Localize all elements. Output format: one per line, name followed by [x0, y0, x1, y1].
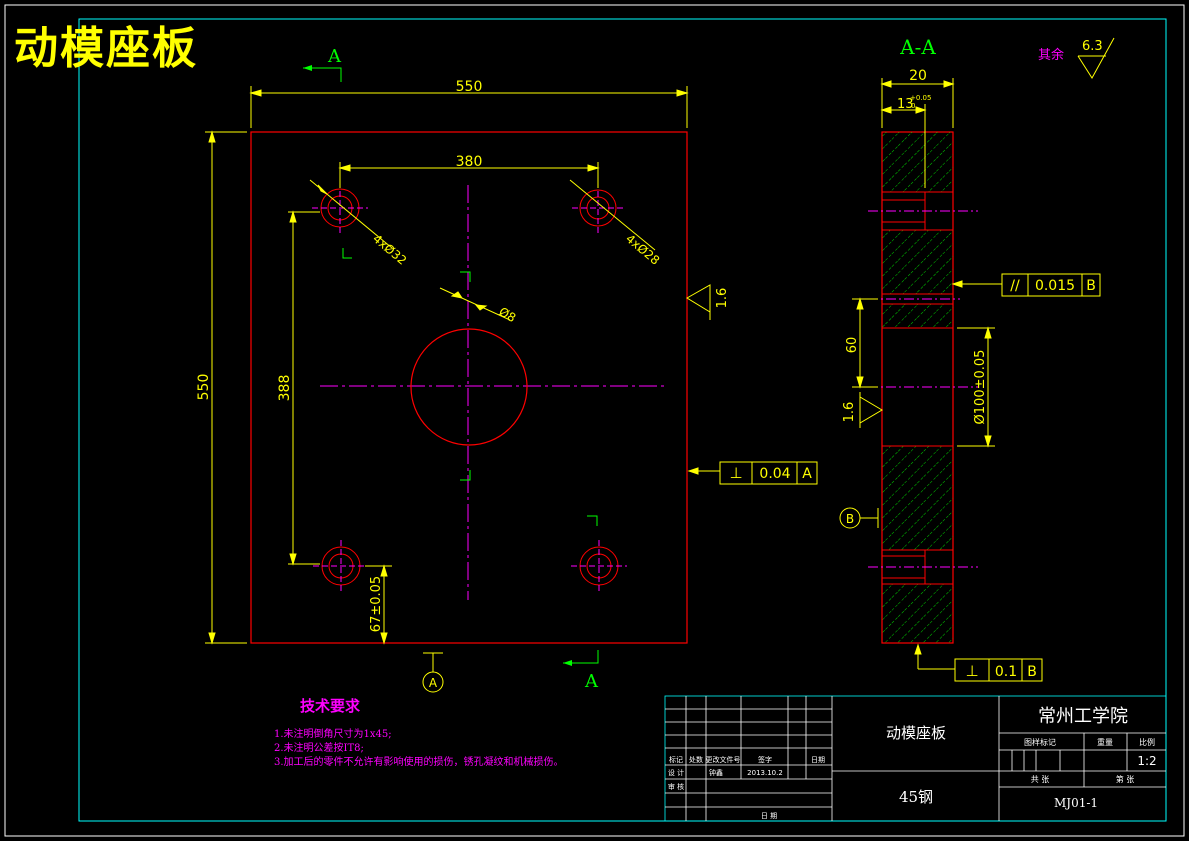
title-header-date: 日期 — [811, 756, 825, 764]
title-header-change: 更改文件号 — [706, 755, 741, 764]
section-label-a-top: A — [327, 46, 342, 67]
gdt-parallel-b — [951, 273, 1101, 297]
title-part-name: 动模座板 — [886, 724, 946, 742]
datum-a-label: A — [429, 676, 438, 690]
dim-spacing-388 — [288, 210, 320, 566]
dim-spacing-y-label: 388 — [277, 375, 293, 402]
roughness-bore — [859, 392, 883, 428]
datum-b-symbol — [839, 507, 879, 529]
section-view-title: A-A — [899, 35, 936, 59]
hole-top-right — [572, 182, 624, 234]
title-weight-label: 重量 — [1097, 737, 1113, 747]
gdt-parallel-datum: B — [1086, 278, 1096, 294]
title-design-date: 2013.10.2 — [747, 769, 783, 777]
dim-bore-label: Ø100±0.05 — [973, 350, 988, 425]
dim-counterbore-tol-low: 0 — [911, 102, 915, 110]
dim-height-550 — [205, 130, 247, 645]
section-arrow-bottom — [563, 650, 599, 666]
gdt-perp-a — [687, 461, 818, 485]
dim-counterbore-label: 13 — [897, 97, 914, 112]
title-header-mark: 标记 — [669, 755, 683, 764]
title-drawing-no: MJ01-1 — [1054, 796, 1098, 810]
roughness-other-symbol — [1077, 37, 1115, 79]
dim-thickness-label: 20 — [909, 68, 927, 84]
tech-heading: 技术要求 — [300, 697, 361, 715]
gdt-perp-b — [914, 643, 1043, 682]
datum-b-label: B — [846, 512, 854, 526]
title-scale: 1:2 — [1137, 754, 1156, 768]
section-arrow-top — [303, 65, 342, 82]
leader-center-hole — [439, 287, 511, 321]
dim-height-label: 550 — [196, 374, 212, 401]
title-review-label: 审 核 — [668, 782, 684, 791]
tech-item-1: 1.未注明倒角尺寸为1x45; — [274, 729, 392, 740]
section-view — [868, 131, 978, 644]
title-date-label: 日 期 — [761, 812, 777, 820]
gdt-perp-a-symbol: ⊥ — [729, 464, 742, 482]
gdt-perp-a-datum: A — [802, 466, 812, 482]
title-stage-label: 图样标记 — [1024, 737, 1056, 747]
title-designer: 钟鑫 — [709, 768, 723, 777]
drawing-big-title: 动模座板 — [14, 23, 198, 74]
holes-right-label: 4xØ28 — [623, 232, 662, 268]
dim-offset-67 — [365, 564, 392, 645]
dim-thickness-20 — [880, 78, 955, 188]
title-block — [664, 695, 1167, 822]
hole-top-left — [312, 182, 368, 234]
leader-holes-left — [309, 179, 393, 249]
dim-width-550 — [249, 86, 689, 128]
gdt-parallel-value: 0.015 — [1035, 278, 1075, 294]
title-sheet-no: 第 张 — [1116, 774, 1135, 784]
roughness-other-value: 6.3 — [1082, 39, 1103, 54]
datum-a-symbol — [422, 652, 444, 693]
tech-item-3: 3.加工后的零件不允许有影响使用的损伤，锈孔凝纹和机械损伤。 — [274, 757, 564, 768]
drawing-frame — [78, 18, 1167, 822]
technical-requirements: 技术要求 1.未注明倒角尺寸为1x45; 2.未注明公差按IT8; 3.加工后的… — [274, 695, 564, 770]
dim-spacing-380 — [338, 162, 600, 188]
gdt-perp-b-datum: B — [1027, 664, 1037, 680]
title-total-sheets: 共 张 — [1031, 775, 1050, 784]
title-material: 45钢 — [899, 788, 933, 806]
center-hole-label: Ø8 — [497, 304, 519, 325]
title-school: 常州工学院 — [1038, 706, 1128, 727]
leader-holes-right — [569, 179, 656, 251]
outer-border — [4, 4, 1185, 837]
gdt-perp-a-value: 0.04 — [759, 466, 790, 482]
title-header-count: 处数 — [689, 755, 703, 764]
gdt-perp-b-value: 0.1 — [995, 664, 1017, 680]
roughness-bore-value: 1.6 — [842, 402, 857, 423]
hole-bottom-right — [571, 540, 627, 592]
roughness-right-value: 1.6 — [715, 288, 730, 309]
title-scale-label: 比例 — [1139, 737, 1155, 747]
plate-outline — [250, 131, 688, 644]
dim-bore-offset-label: 60 — [845, 337, 860, 354]
dim-bore-offset-60 — [852, 297, 878, 389]
dim-offset-label: 67±0.05 — [369, 576, 384, 632]
roughness-other-label: 其余 — [1038, 47, 1064, 63]
title-design-label: 设 计 — [668, 768, 684, 777]
dim-bore-100 — [957, 326, 995, 448]
dim-counterbore-tol: +0.05 — [910, 94, 931, 102]
gdt-parallel-symbol: // — [1010, 278, 1020, 294]
title-header-sign: 签字 — [758, 755, 772, 764]
dim-spacing-x-label: 380 — [456, 154, 483, 170]
holes-left-label: 4xØ32 — [370, 232, 409, 268]
gdt-perp-b-symbol: ⊥ — [965, 662, 978, 680]
dim-width-label: 550 — [456, 79, 483, 95]
center-bore — [410, 328, 528, 446]
tech-item-2: 2.未注明公差按IT8; — [274, 743, 364, 754]
roughness-right-face — [686, 284, 711, 320]
hole-bottom-left — [313, 540, 369, 592]
section-label-a-bottom: A — [584, 671, 599, 692]
front-view — [250, 131, 688, 644]
